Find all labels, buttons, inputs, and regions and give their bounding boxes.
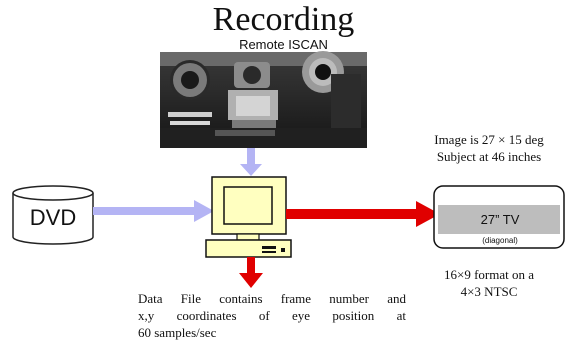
iscan-camera-photo (160, 51, 367, 148)
camera-label: Remote ISCAN (239, 37, 328, 52)
page-title: Recording (212, 1, 355, 38)
dvd-to-computer-arrow (93, 200, 214, 222)
computer-to-tv-arrow (286, 201, 440, 227)
tv-icon (433, 185, 565, 249)
tv-format-text: 16×9 format on a 4×3 NTSC (414, 266, 564, 300)
tv-label: 27” TV (480, 212, 520, 227)
data-file-line: 60 samples/sec (138, 325, 217, 340)
camera-to-computer-arrow (240, 148, 262, 176)
tv-info-line: Subject at 46 inches (436, 149, 542, 164)
computer-icon (205, 176, 292, 258)
tv-format-line: 4×3 NTSC (460, 284, 518, 299)
dvd-disk (12, 185, 94, 245)
data-file-line: Data File contains frame number and (138, 291, 406, 306)
data-file-description: Data File contains frame number and x,y … (138, 290, 406, 341)
tv-format-line: 16×9 format on a (443, 267, 534, 282)
computer-to-datafile-arrow (239, 257, 263, 288)
dvd-label: DVD (29, 205, 77, 230)
tv-sublabel: (diagonal) (482, 236, 518, 245)
tv-info-text: Image is 27 × 15 deg Subject at 46 inche… (414, 131, 564, 165)
data-file-line: x,y coordinates of eye position at (138, 308, 406, 323)
tv-info-line: Image is 27 × 15 deg (434, 132, 544, 147)
